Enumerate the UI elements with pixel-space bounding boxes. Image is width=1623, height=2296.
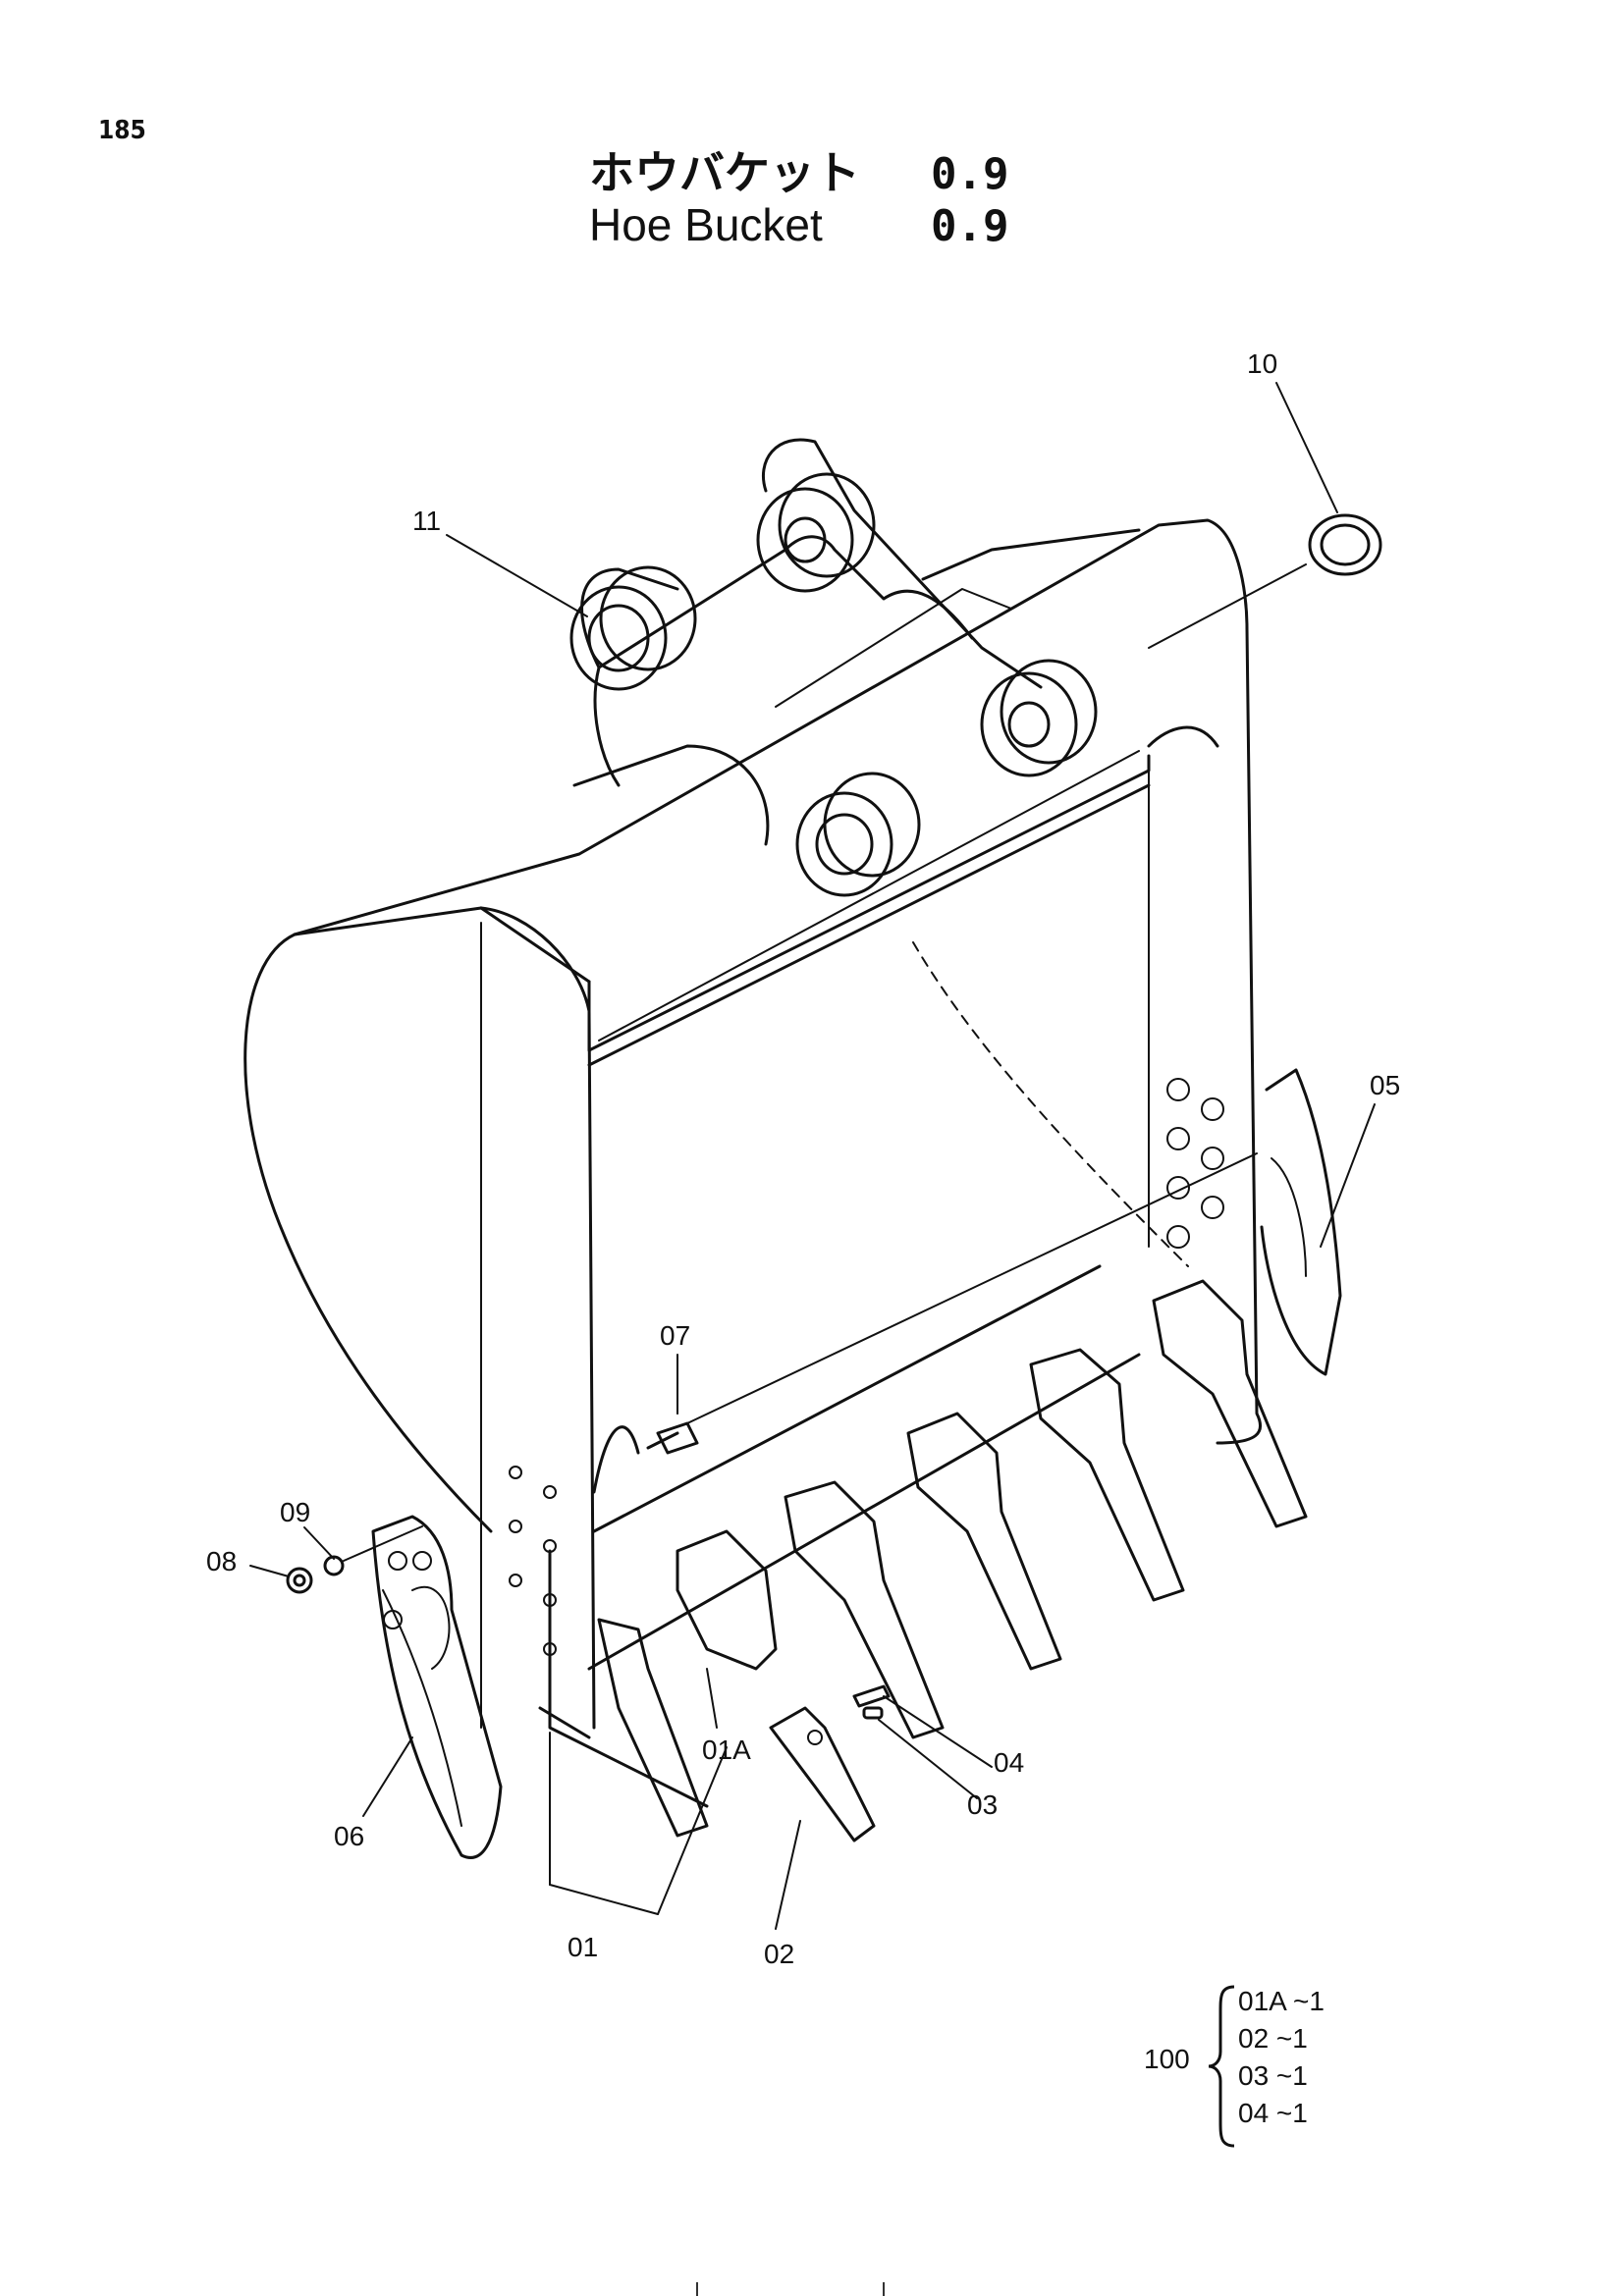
boss-lower-left [795, 772, 921, 897]
kit-item: 03 ~1 [1238, 2060, 1308, 2091]
callout-07: 07 [660, 1320, 690, 1351]
callout-05: 05 [1370, 1070, 1400, 1100]
title-size-jp: 0.9 [931, 149, 1009, 199]
callout-02: 02 [764, 1939, 794, 1969]
tooth-tip-part-02 [769, 1706, 876, 1842]
kit-items: 01A ~1 02 ~1 03 ~1 04 ~1 [1238, 1983, 1325, 2132]
callout-03: 03 [967, 1789, 998, 1820]
callout-11: 11 [412, 506, 441, 536]
callout-06: 06 [334, 1821, 364, 1851]
callout-01: 01 [568, 1932, 598, 1962]
brace-icon [1208, 1985, 1235, 2148]
kit-number: 100 [1144, 2044, 1190, 2074]
nut-part-08 [286, 1567, 313, 1594]
title-row-en: Hoe Bucket 0.9 [589, 198, 1008, 259]
kit-item: 01A ~1 [1238, 1986, 1325, 2016]
teeth-row [597, 1279, 1308, 1838]
bucket-body [243, 518, 1263, 1808]
scan-artifacts [696, 2282, 885, 2296]
kit-item: 02 ~1 [1238, 2023, 1308, 2054]
callout-04: 04 [994, 1747, 1024, 1778]
callout-01A: 01A [702, 1735, 751, 1765]
boss-lower-right [980, 659, 1098, 777]
callout-10: 10 [1247, 348, 1277, 379]
callout-09: 09 [280, 1497, 310, 1527]
callout-08: 08 [206, 1546, 237, 1576]
title-block: ホウバケット 0.9 Hoe Bucket 0.9 [589, 137, 1008, 259]
pin-part-03 [862, 1706, 884, 1720]
washer-part-09 [323, 1525, 423, 1576]
kit-item: 04 ~1 [1238, 2098, 1308, 2128]
title-japanese: ホウバケット [589, 146, 860, 199]
side-cutter-right [1260, 1068, 1342, 1376]
page-number: 185 [98, 116, 146, 145]
bucket-bracket [572, 438, 1141, 846]
title-english: Hoe Bucket [589, 199, 823, 250]
leader-lines [249, 382, 1376, 1930]
boss-top-right [756, 472, 876, 593]
title-size-en: 0.9 [931, 201, 1009, 251]
title-row-jp: ホウバケット 0.9 [589, 137, 1009, 199]
side-cutter-left [371, 1515, 503, 1859]
bolt-holes-right [1166, 1078, 1224, 1249]
bolt-part-07 [646, 1152, 1258, 1455]
boss-top-left [569, 565, 697, 691]
lock-part-04 [852, 1684, 891, 1708]
bolt-holes-left [509, 1466, 557, 1656]
washer-part-10 [1148, 513, 1382, 649]
